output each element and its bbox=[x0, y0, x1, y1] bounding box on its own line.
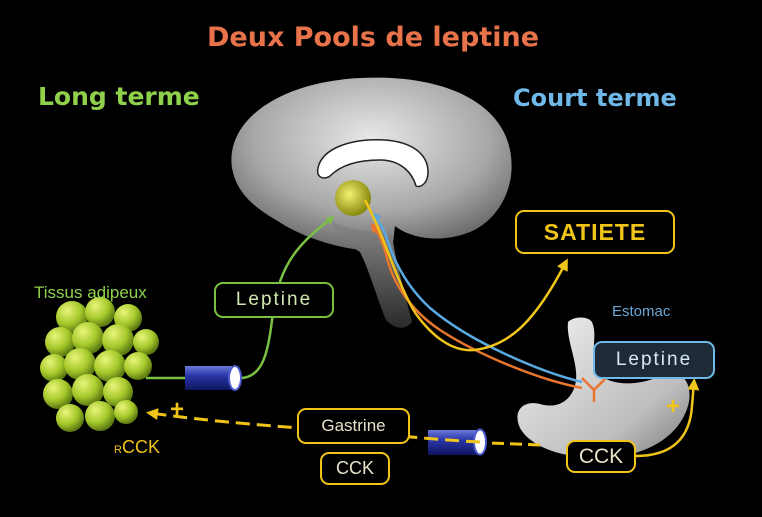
cck-box-right: CCK bbox=[566, 440, 636, 473]
cck-receptor-label: RCCK bbox=[114, 437, 160, 458]
gastrin-box: Gastrine bbox=[297, 408, 410, 444]
cck-receptor-prefix: R bbox=[114, 444, 122, 456]
plus-sign-left: + bbox=[170, 396, 185, 423]
leptin-box-right: Leptine bbox=[593, 341, 715, 379]
satiety-box: SATIETE bbox=[515, 210, 675, 254]
cck-label-right: CCK bbox=[578, 444, 624, 468]
diagram-title: Deux Pools de leptine bbox=[207, 22, 540, 53]
cck-receptor-text: CCK bbox=[121, 437, 160, 457]
stomach-label: Estomac bbox=[612, 303, 671, 320]
satiety-label: SATIETE bbox=[543, 218, 647, 245]
receptor-cylinder-left bbox=[185, 365, 242, 391]
stomach-illustration bbox=[517, 317, 690, 458]
leptin-box-left: Leptine bbox=[214, 282, 334, 318]
adipose-tissue-cluster bbox=[40, 297, 159, 432]
leptin-label-right: Leptine bbox=[615, 349, 693, 370]
short-term-pathways bbox=[363, 199, 607, 402]
plus-sign-right: + bbox=[666, 393, 681, 420]
adipose-tissue-label: Tissus adipeux bbox=[34, 283, 147, 302]
cck-box-middle: CCK bbox=[320, 452, 390, 485]
gastrin-label: Gastrine bbox=[321, 416, 386, 435]
leptin-label-left: Leptine bbox=[235, 289, 313, 310]
brain-illustration bbox=[231, 77, 512, 328]
long-term-label: Long terme bbox=[38, 82, 200, 111]
cck-label-middle: CCK bbox=[335, 458, 374, 478]
short-term-label: Court terme bbox=[513, 84, 677, 112]
